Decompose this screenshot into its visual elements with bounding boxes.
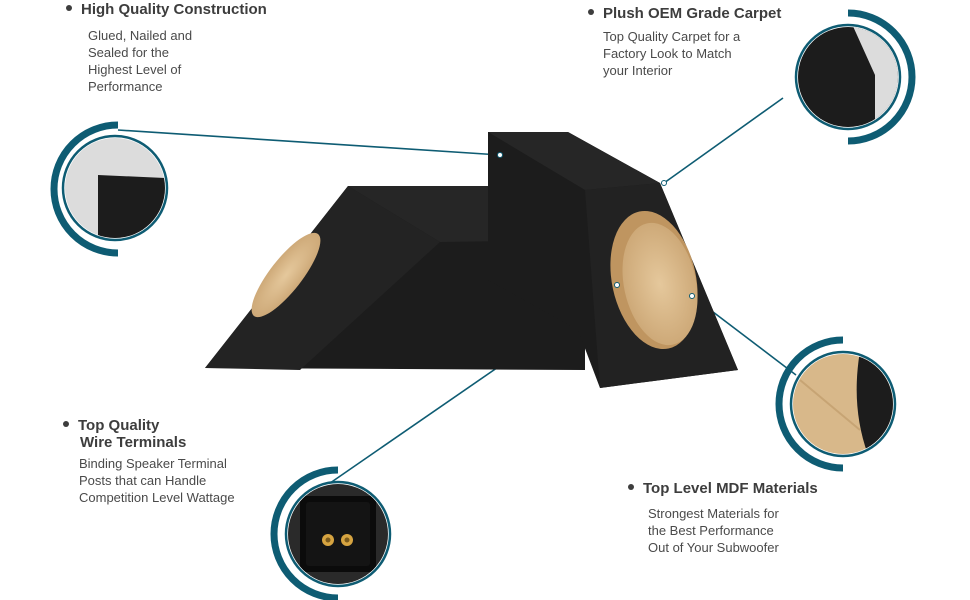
subwoofer-box-right: [488, 132, 738, 388]
feature-mdf: Top Level MDF Materials Strongest Materi…: [628, 480, 868, 556]
bullet-icon: [628, 484, 634, 491]
bullet-icon: [66, 5, 72, 12]
feature-mdf-description: Strongest Materials for the Best Perform…: [648, 506, 779, 555]
feature-carpet: Plush OEM Grade Carpet Top Quality Carpe…: [588, 5, 818, 79]
feature-construction: High Quality Construction Glued, Nailed …: [66, 1, 326, 95]
bullet-icon: [63, 421, 69, 428]
box-corner-closeup-icon: [50, 121, 169, 257]
feature-terminals-description: Binding Speaker Terminal Posts that can …: [79, 456, 235, 505]
feature-construction-description: Glued, Nailed and Sealed for the Highest…: [88, 28, 193, 94]
feature-construction-title: High Quality Construction: [66, 1, 326, 18]
carpet-closeup-icon: [794, 9, 916, 145]
mdf-closeup-icon: [775, 336, 897, 472]
feature-mdf-title: Top Level MDF Materials: [628, 480, 868, 497]
feature-carpet-description: Top Quality Carpet for a Factory Look to…: [603, 29, 741, 78]
feature-carpet-title: Plush OEM Grade Carpet: [588, 5, 818, 22]
terminal-cup-closeup-icon: [270, 466, 392, 600]
connector-dots: [497, 152, 695, 299]
bullet-icon: [588, 9, 594, 16]
